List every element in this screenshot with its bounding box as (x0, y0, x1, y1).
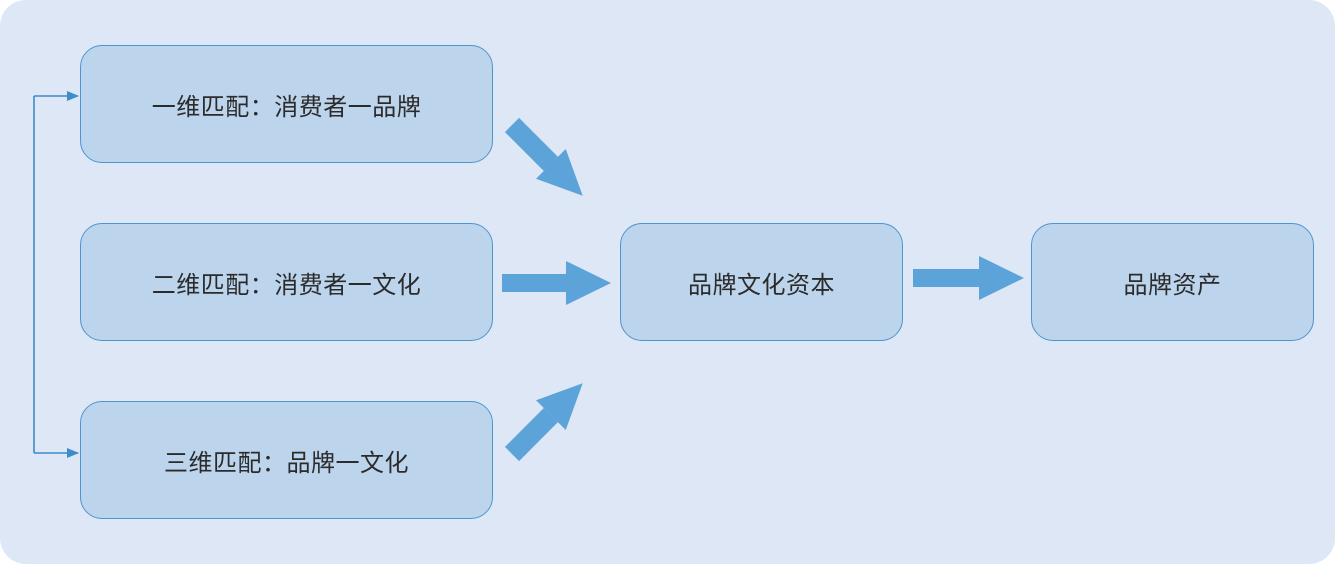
node-label: 一维匹配：消费者一品牌 (151, 92, 422, 121)
node-brand-assets: 品牌资产 (1031, 223, 1314, 341)
node-label: 品牌资产 (1123, 270, 1222, 299)
node-consumer-culture-match: 二维匹配：消费者一文化 (80, 223, 493, 341)
node-label: 品牌文化资本 (688, 270, 835, 299)
node-brand-culture-match: 三维匹配：品牌一文化 (80, 401, 493, 519)
node-consumer-brand-match: 一维匹配：消费者一品牌 (80, 45, 493, 163)
node-label: 三维匹配：品牌一文化 (164, 448, 409, 477)
node-brand-culture-capital: 品牌文化资本 (620, 223, 903, 341)
node-label: 二维匹配：消费者一文化 (151, 270, 422, 299)
